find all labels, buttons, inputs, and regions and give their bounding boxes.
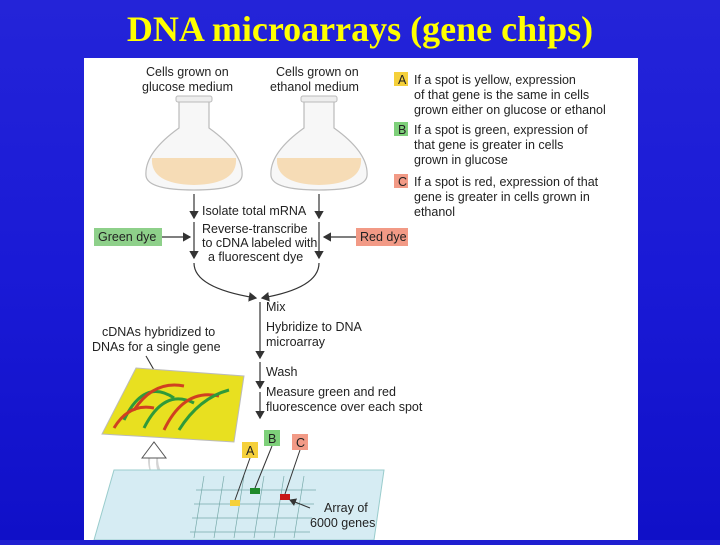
step-measure-line2: fluorescence over each spot (266, 400, 423, 414)
red-dye-box (356, 228, 408, 246)
legend-b-letter: B (398, 123, 406, 137)
legend-a-line3: grown either on glucose or ethanol (414, 103, 606, 117)
legend-c-tag (394, 174, 408, 188)
red-dye-label: Red dye (360, 230, 407, 244)
array-label-line1: Array of (324, 501, 368, 515)
hybrid-label-line1: cDNAs hybridized to (102, 325, 215, 339)
slide-title: DNA microarrays (gene chips) (126, 9, 594, 49)
legend-b-line2: that gene is greater in cells (414, 138, 563, 152)
flask-ethanol (270, 95, 368, 191)
legend-c-line3: ethanol (414, 205, 455, 219)
flask-right-label-line2: ethanol medium (270, 80, 359, 94)
microarray-slide (93, 469, 385, 541)
legend-b-line1: If a spot is green, expression of (414, 123, 588, 137)
legend-c: C If a spot is red, expression of that g… (394, 174, 599, 219)
flask-left-label-line2: glucose medium (142, 80, 233, 94)
microarray-diagram: Cells grown on glucose medium Cells grow… (92, 65, 606, 541)
legend-a-tag (394, 72, 408, 86)
legend-a-line2: of that gene is the same in cells (414, 88, 589, 102)
step-isolate: Isolate total mRNA (202, 204, 307, 218)
step-reverse-line2: to cDNA labeled with (202, 236, 317, 250)
step-wash: Wash (266, 365, 298, 379)
array-label-line2: 6000 genes (310, 516, 375, 530)
flask-glucose (145, 95, 243, 191)
spot-b-tag (264, 430, 280, 446)
step-reverse-line1: Reverse-transcribe (202, 222, 308, 236)
spot-a-tag (242, 442, 258, 458)
step-reverse-line3: a fluorescent dye (208, 250, 303, 264)
legend-c-line2: gene is greater in cells grown in (414, 190, 590, 204)
step-hybridize-line2: microarray (266, 335, 326, 349)
diagram-panel: Cells grown on glucose medium Cells grow… (84, 58, 638, 541)
spot-b-letter: B (268, 432, 276, 446)
spot-c-tag (292, 434, 308, 450)
hybrid-label-line2: DNAs for a single gene (92, 340, 221, 354)
spot-a-letter: A (246, 444, 255, 458)
green-dye-label: Green dye (98, 230, 156, 244)
flask-left-label-line1: Cells grown on (146, 65, 229, 79)
legend-b: B If a spot is green, expression of that… (394, 122, 588, 167)
spot-c-letter: C (296, 436, 305, 450)
legend-c-line1: If a spot is red, expression of that (414, 175, 599, 189)
step-hybridize-line1: Hybridize to DNA (266, 320, 363, 334)
legend-a-line1: If a spot is yellow, expression (414, 73, 576, 87)
legend-a: A If a spot is yellow, expression of tha… (394, 72, 606, 117)
green-dye-box (94, 228, 162, 246)
hybrid-chip (101, 367, 245, 443)
step-measure-line1: Measure green and red (266, 385, 396, 399)
step-mix: Mix (266, 300, 286, 314)
flask-right-label-line1: Cells grown on (276, 65, 359, 79)
legend-c-letter: C (398, 175, 407, 189)
legend-b-tag (394, 122, 408, 136)
legend-b-line3: grown in glucose (414, 153, 508, 167)
legend-a-letter: A (398, 73, 407, 87)
